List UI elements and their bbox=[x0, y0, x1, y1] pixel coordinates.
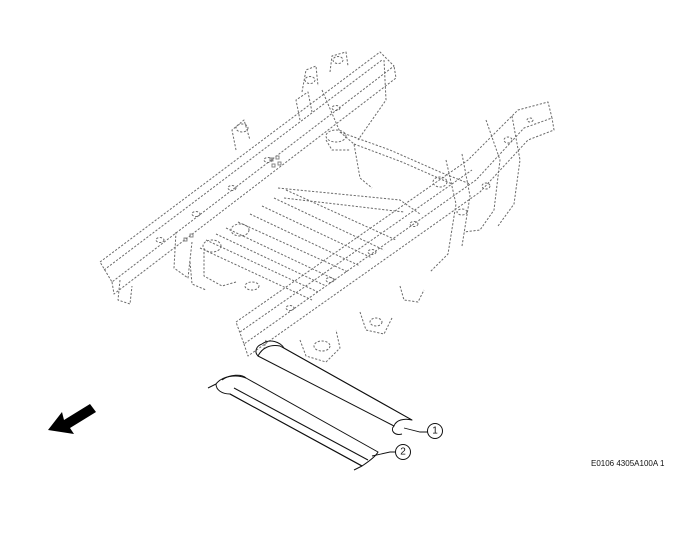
callout-2-circle bbox=[395, 444, 411, 460]
callout-1: 1 bbox=[403, 423, 443, 439]
frame-bolt-cluster bbox=[183, 155, 282, 242]
callout-2: 2 bbox=[371, 444, 411, 460]
chassis-frame bbox=[99, 51, 555, 363]
trough-part-1 bbox=[255, 340, 413, 435]
direction-arrow-icon bbox=[48, 404, 96, 434]
callout-1-label: 1 bbox=[432, 426, 438, 437]
frame-side-member-right bbox=[235, 101, 555, 363]
frame-rollers bbox=[189, 187, 421, 301]
callout-1-leader bbox=[403, 427, 428, 433]
callout-1-circle bbox=[427, 423, 443, 439]
drawing-reference: E0106 4305A100A 1 bbox=[591, 459, 665, 468]
frame-side-member-left bbox=[99, 51, 397, 305]
callout-2-label: 2 bbox=[400, 447, 406, 458]
frame-upper-crossmember bbox=[321, 59, 471, 189]
trough-part-2 bbox=[207, 374, 379, 471]
callout-2-leader bbox=[371, 451, 396, 457]
